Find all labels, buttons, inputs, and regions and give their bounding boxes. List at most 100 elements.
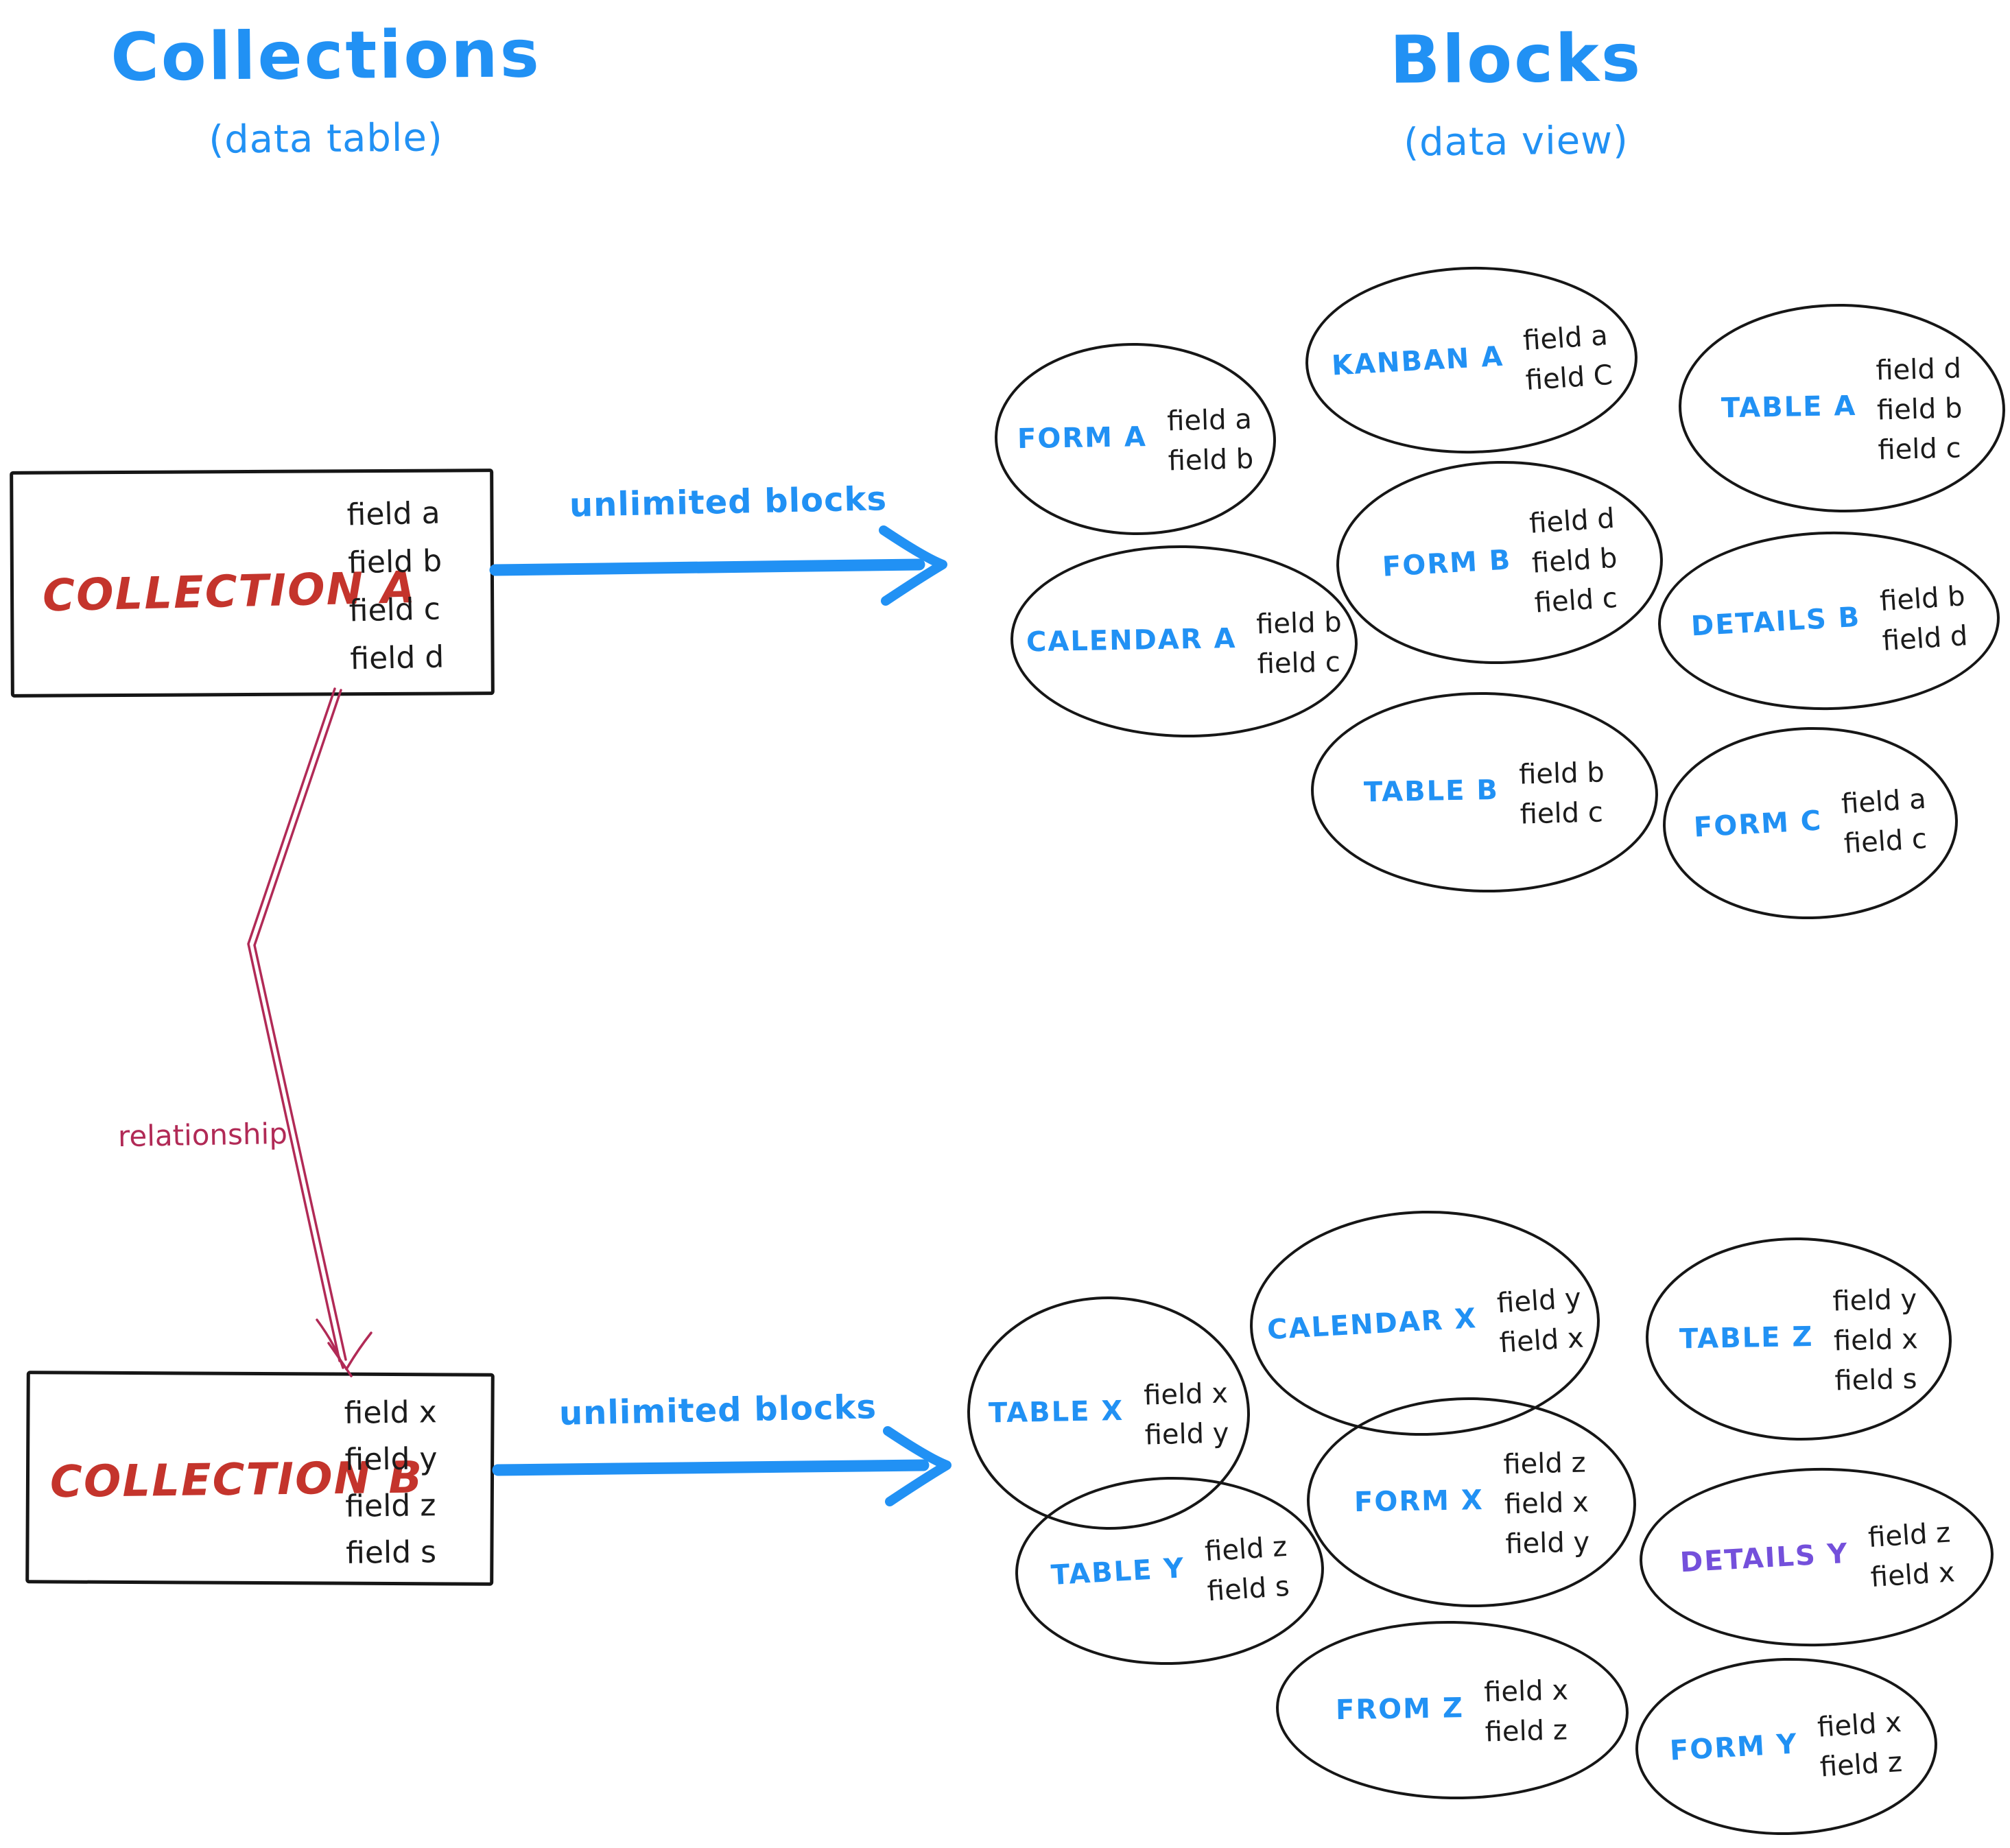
block-label: FORM A xyxy=(1017,421,1148,455)
field-label: field b xyxy=(1255,606,1343,641)
field-label: field y xyxy=(344,1441,438,1478)
block-fields: field a field c xyxy=(1841,783,1930,860)
block-fields: field x field z xyxy=(1484,1674,1570,1748)
blocks-title: Blocks xyxy=(1389,19,1643,99)
field-label: field x xyxy=(1833,1323,1919,1358)
block-label: FORM C xyxy=(1692,805,1823,844)
block-label: TABLE A xyxy=(1721,390,1857,425)
field-label: field c xyxy=(1520,796,1604,831)
block-details-b: DETAILS B field b field d xyxy=(1656,528,2002,714)
block-label: TABLE Z xyxy=(1679,1320,1814,1355)
block-form-c: FORM C field a field c xyxy=(1661,724,1960,923)
block-label: CALENDAR A xyxy=(1026,622,1237,659)
block-from-z: FROM Z field x field z xyxy=(1274,1618,1631,1803)
field-label: field y xyxy=(1495,1282,1582,1320)
unlimited-blocks-arrow-b xyxy=(492,1426,951,1506)
field-label: field d xyxy=(1881,620,1970,658)
field-label: field a xyxy=(1522,320,1609,357)
arrow-a-label: unlimited blocks xyxy=(569,479,888,525)
field-label: field b xyxy=(1518,757,1605,791)
collection-b-box: COLLECTION B field x field y field z fie… xyxy=(25,1371,495,1586)
field-label: field z xyxy=(345,1488,436,1524)
block-table-b: TABLE B field b field c xyxy=(1309,689,1660,896)
field-label: field c xyxy=(1533,582,1619,619)
block-label: FORM X xyxy=(1353,1484,1485,1519)
collections-subtitle: (data table) xyxy=(208,115,444,163)
block-details-y: DETAILS Y field z field x xyxy=(1637,1464,1996,1650)
field-label: field a xyxy=(1840,783,1927,820)
blocks-subtitle: (data view) xyxy=(1403,118,1629,165)
block-label: DETAILS Y xyxy=(1679,1537,1849,1579)
block-form-x: FORM X field z field x field y xyxy=(1305,1394,1638,1611)
field-label: field x xyxy=(344,1395,437,1431)
field-label: field d xyxy=(1876,353,1962,387)
block-label: FORM B xyxy=(1381,544,1513,583)
block-label: CALENDAR X xyxy=(1266,1303,1478,1347)
relationship-arrow xyxy=(247,687,373,1377)
field-label: field b xyxy=(347,543,442,581)
block-label: FORM Y xyxy=(1669,1728,1799,1767)
block-fields: field z field s xyxy=(1203,1531,1290,1608)
field-label: field b xyxy=(1530,542,1618,580)
field-label: field x xyxy=(1483,1674,1569,1709)
field-label: field c xyxy=(1843,822,1928,860)
field-label: field b xyxy=(1879,580,1967,618)
block-fields: field a field C xyxy=(1522,320,1613,396)
field-label: field z xyxy=(1502,1447,1587,1481)
block-table-z: TABLE Z field y field x field s xyxy=(1644,1235,1954,1443)
field-label: field x xyxy=(1816,1706,1903,1744)
field-label: field x xyxy=(1869,1556,1956,1594)
block-fields: field y field x field s xyxy=(1832,1283,1919,1397)
field-label: field d xyxy=(1528,502,1616,540)
block-fields: field a field b xyxy=(1167,403,1254,477)
field-label: field x xyxy=(1143,1377,1229,1412)
field-label: field c xyxy=(348,591,441,629)
field-label: field a xyxy=(346,495,441,533)
field-label: field z xyxy=(1485,1714,1568,1749)
block-fields: field b field c xyxy=(1256,606,1343,680)
field-label: field C xyxy=(1524,359,1614,397)
relationship-label: relationship xyxy=(117,1116,288,1154)
field-label: field y xyxy=(1832,1283,1918,1318)
block-fields: field y field x xyxy=(1496,1283,1585,1360)
field-label: field s xyxy=(345,1535,437,1571)
block-kanban-a: KANBAN A field a field C xyxy=(1303,263,1640,458)
collections-title: Collections xyxy=(110,15,542,96)
block-label: TABLE B xyxy=(1363,774,1500,809)
field-label: field x xyxy=(1504,1486,1589,1521)
field-label: field y xyxy=(1504,1526,1590,1561)
block-label: TABLE Y xyxy=(1050,1552,1186,1591)
field-label: field y xyxy=(1144,1417,1230,1452)
field-label: field z xyxy=(1867,1517,1952,1554)
field-label: field b xyxy=(1168,443,1254,477)
block-label: DETAILS B xyxy=(1690,601,1862,643)
block-label: FROM Z xyxy=(1335,1692,1465,1727)
field-label: field c xyxy=(1257,646,1341,680)
field-label: field c xyxy=(1878,432,1962,466)
block-calendar-a: CALENDAR A field b field c xyxy=(1008,542,1360,741)
arrow-b-label: unlimited blocks xyxy=(558,1388,877,1433)
field-label: field s xyxy=(1834,1363,1918,1397)
field-label: field s xyxy=(1206,1570,1290,1608)
block-label: TABLE X xyxy=(988,1395,1124,1430)
block-table-a: TABLE A field d field b field c xyxy=(1677,300,2007,516)
field-label: field z xyxy=(1203,1530,1288,1568)
block-fields: field b field d xyxy=(1879,580,1969,657)
block-fields: field b field c xyxy=(1519,757,1606,830)
block-fields: field z field x xyxy=(1867,1517,1955,1594)
collection-a-box: COLLECTION A field a field b field c fie… xyxy=(10,469,495,698)
block-fields: field d field b field c xyxy=(1528,503,1621,619)
block-fields: field x field z xyxy=(1817,1707,1905,1784)
block-form-y: FORM Y field x field z xyxy=(1633,1655,1939,1838)
block-fields: field x field y xyxy=(1144,1377,1229,1451)
field-label: field d xyxy=(349,639,445,677)
field-label: field b xyxy=(1876,392,1963,427)
collection-b-fields: field x field y field z field s xyxy=(344,1389,438,1577)
block-form-b: FORM B field d field b field c xyxy=(1334,458,1666,667)
field-label: field x xyxy=(1498,1322,1585,1360)
field-label: field a xyxy=(1166,403,1253,438)
block-fields: field d field b field c xyxy=(1876,353,1964,466)
block-form-a: FORM A field a field b xyxy=(993,340,1278,538)
block-fields: field z field x field y xyxy=(1503,1447,1590,1560)
